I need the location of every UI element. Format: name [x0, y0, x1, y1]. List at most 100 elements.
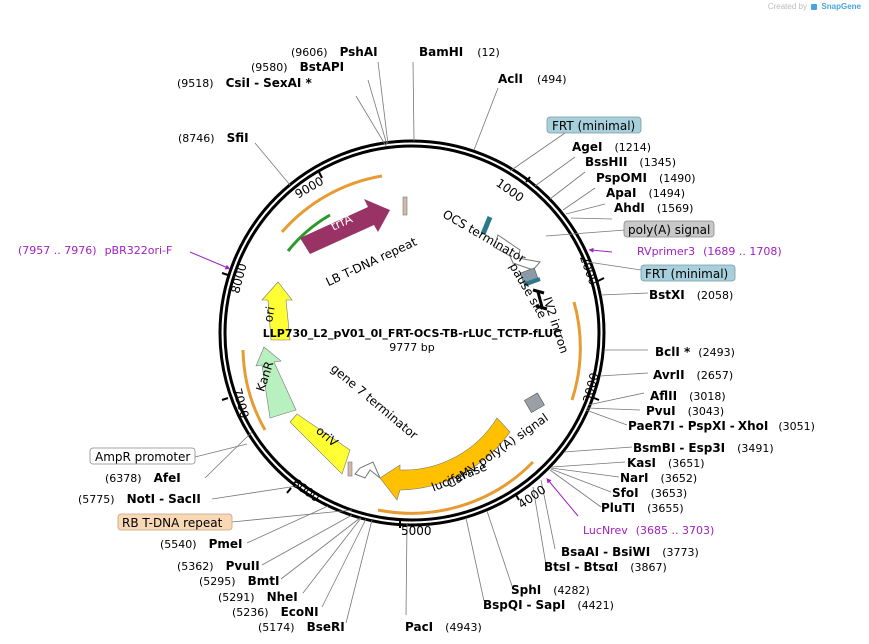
leader-line — [246, 505, 329, 544]
credit-prefix: Created by — [767, 2, 807, 11]
tick-label: 2000 — [577, 253, 601, 286]
label-box — [89, 447, 196, 465]
site-econi: (5236) EcoNI — [232, 605, 319, 619]
site-position: (2657) — [697, 369, 734, 382]
site-bcli: BclI *(2493) — [655, 345, 735, 359]
leader-line — [231, 509, 353, 523]
site-name: AclI — [498, 72, 523, 86]
primer-arrows — [189, 247, 613, 517]
site-csii-sexai: (9518)CsiI-SexAI * — [177, 76, 313, 90]
site-position: (3655) — [647, 502, 684, 515]
boxed-feature-labels: FRT (minimal) poly(A) signal FRT (minima… — [89, 116, 736, 531]
feature-frt-minimal-2 — [524, 277, 541, 286]
leader-line — [280, 517, 361, 580]
site-name-2: SacII — [168, 492, 201, 506]
feature-label-lb-t-dna-repeat: LB T-DNA repeat — [324, 235, 420, 290]
site-bamhi: BamHI (12) — [419, 45, 500, 59]
primer-labels: RVprimer3(1689 .. 1708) LucNrev(3685 .. … — [18, 244, 782, 537]
orange-arc — [241, 349, 267, 431]
tick-mark — [515, 494, 520, 501]
site-name-3: XhoI — [738, 419, 769, 433]
primer-name: LucNrev — [583, 524, 628, 537]
site-name: SfiI — [227, 131, 249, 145]
leader-line — [562, 187, 596, 211]
site-name: EcoNI — [281, 605, 319, 619]
leader-line — [261, 514, 353, 566]
site-position: (12) — [477, 46, 500, 59]
primer-range: (7957 .. 7976) — [18, 244, 97, 257]
site-name-2: Esp3I — [688, 441, 725, 455]
site-pspomi: PspOMI(1490) — [596, 171, 696, 185]
leader-line — [545, 229, 626, 237]
site-name-2: SapI — [536, 598, 566, 612]
site-name: AvrII — [653, 368, 685, 382]
site-acli: AclI(494) — [498, 72, 567, 86]
site-name: BsmBI — [633, 441, 675, 455]
leader-line — [587, 392, 645, 406]
site-position: (9580) — [251, 61, 288, 74]
site-sphi: SphI(4282) — [511, 583, 590, 597]
tick-mark — [597, 277, 605, 282]
boxed-label-frt-1: FRT (minimal) — [546, 116, 642, 134]
primer-name: pBR322ori-F — [105, 244, 173, 257]
leader-line — [540, 479, 556, 550]
leader-line — [550, 468, 612, 493]
site-pvuii: (5362)PvuII — [177, 559, 260, 573]
site-position: (5540) — [160, 538, 197, 551]
snapgene-logo-icon — [811, 3, 818, 10]
site-position: (5291) — [218, 591, 255, 604]
site-kasi: KasI(3651) — [627, 456, 705, 470]
site-bseri: (5174)BseRI — [258, 620, 345, 634]
boxed-label-ampr-promoter: AmpR promoter — [89, 447, 196, 465]
site-avrii: AvrII (2657) — [653, 368, 733, 382]
primer-lucnrev-arrow — [546, 478, 579, 517]
primer-pbr322ori-f-arrow — [189, 251, 231, 270]
site-name: BstXI — [649, 288, 685, 302]
orange-arc — [280, 174, 383, 233]
tick-mark — [221, 272, 229, 276]
feature-frt-minimal — [480, 216, 493, 235]
leader-line — [586, 407, 641, 411]
boxed-label-polya: poly(A) signal — [623, 220, 715, 238]
site-name: AflII — [650, 389, 677, 403]
site-name: SfoI — [612, 486, 639, 500]
leader-line — [550, 467, 620, 478]
tick-mark — [593, 397, 600, 401]
leader-line — [405, 523, 408, 616]
site-name-2: SexAI * — [263, 76, 312, 90]
leader-line — [599, 372, 649, 377]
leader-line — [549, 469, 602, 508]
site-name: ApaI — [606, 186, 636, 200]
leader-line — [204, 431, 253, 479]
site-position: (1214) — [614, 141, 651, 154]
leader-line — [563, 446, 633, 453]
plasmid-title-group: LLP730_L2_pV01_0I_FRT-OCS-TB-rLUC_TCTP-f… — [263, 327, 562, 354]
leader-line — [486, 510, 513, 587]
primer-range: (3685 .. 3703) — [636, 524, 715, 537]
site-leader-lines — [194, 61, 649, 624]
plasmid-size: 9777 bp — [389, 341, 434, 354]
feature-trfa — [300, 199, 390, 254]
label-box — [640, 264, 736, 282]
site-paci: PacI(4943) — [405, 620, 482, 634]
feature-luciferase — [379, 417, 511, 501]
site-bstxi: BstXI(2058) — [649, 288, 733, 302]
inner-arcs — [241, 174, 582, 515]
site-name: PspOMI — [596, 171, 647, 185]
site-position: (5236) — [232, 606, 269, 619]
site-name: CsiI — [226, 76, 251, 90]
site-bsshii: BssHII(1345) — [585, 155, 676, 169]
site-position: (1494) — [648, 187, 685, 200]
feature-label-pause-site: pause site — [507, 260, 550, 320]
site-name: NotI — [127, 492, 156, 506]
site-name: BspQI — [483, 598, 523, 612]
site-name: BssHII — [585, 155, 627, 169]
site-nari: NarI(3652) — [620, 471, 697, 485]
leader-line — [473, 87, 499, 151]
feature-label-ori: ori — [261, 305, 277, 323]
site-name: BamHI — [419, 45, 463, 59]
tick-mark — [525, 176, 531, 183]
site-name: AgeI — [572, 140, 602, 154]
leader-line — [355, 95, 387, 147]
